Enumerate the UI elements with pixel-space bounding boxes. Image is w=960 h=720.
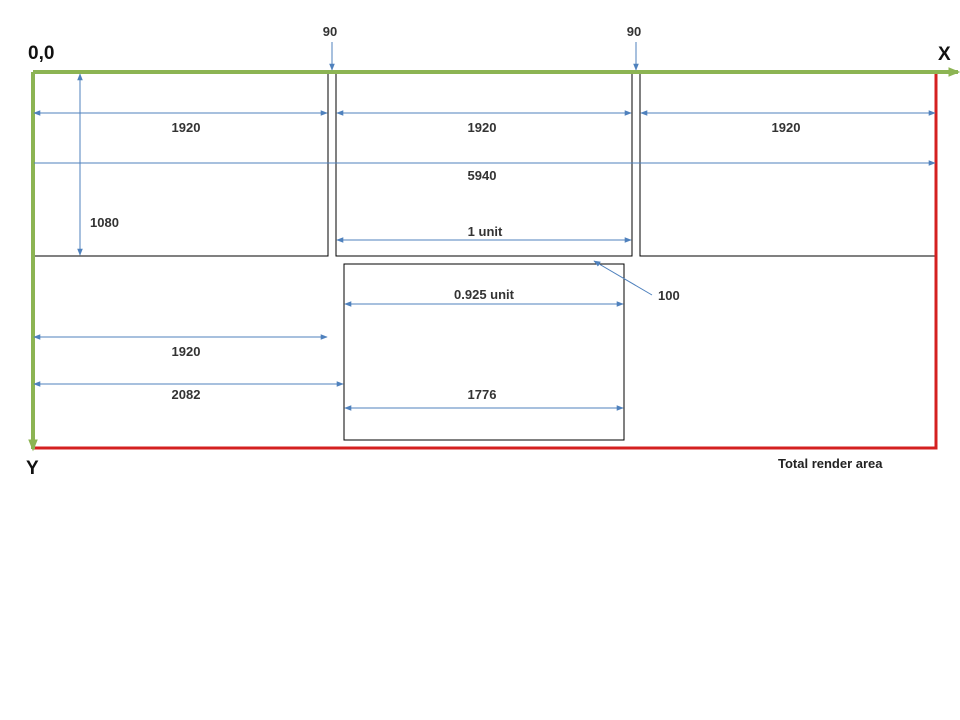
gap-right-label: 90 xyxy=(627,24,641,39)
render-area-label: Total render area xyxy=(778,456,883,471)
origin-label: 0,0 xyxy=(28,43,54,64)
top-right-screen xyxy=(639,72,937,257)
top-left-width-label: 1920 xyxy=(172,120,201,135)
bottom-unit-label: 0.925 unit xyxy=(454,287,515,302)
top-middle-width-label: 1920 xyxy=(468,120,497,135)
x-axis-label: X xyxy=(938,44,951,65)
offset-a-label: 1920 xyxy=(172,344,201,359)
dim-vertical-gap-arrow xyxy=(593,260,653,296)
render-area-border xyxy=(33,73,938,450)
total-width-label: 5940 xyxy=(468,168,497,183)
bottom-screen xyxy=(343,263,625,441)
y-axis-label: Y xyxy=(26,458,39,479)
bottom-width-label: 1776 xyxy=(468,387,497,402)
vertical-gap-label: 100 xyxy=(658,288,680,303)
height-label: 1080 xyxy=(90,215,119,230)
offset-b-label: 2082 xyxy=(172,387,201,402)
top-left-screen xyxy=(32,72,329,257)
gap-left-label: 90 xyxy=(323,24,337,39)
top-right-width-label: 1920 xyxy=(772,120,801,135)
one-unit-label: 1 unit xyxy=(468,224,503,239)
